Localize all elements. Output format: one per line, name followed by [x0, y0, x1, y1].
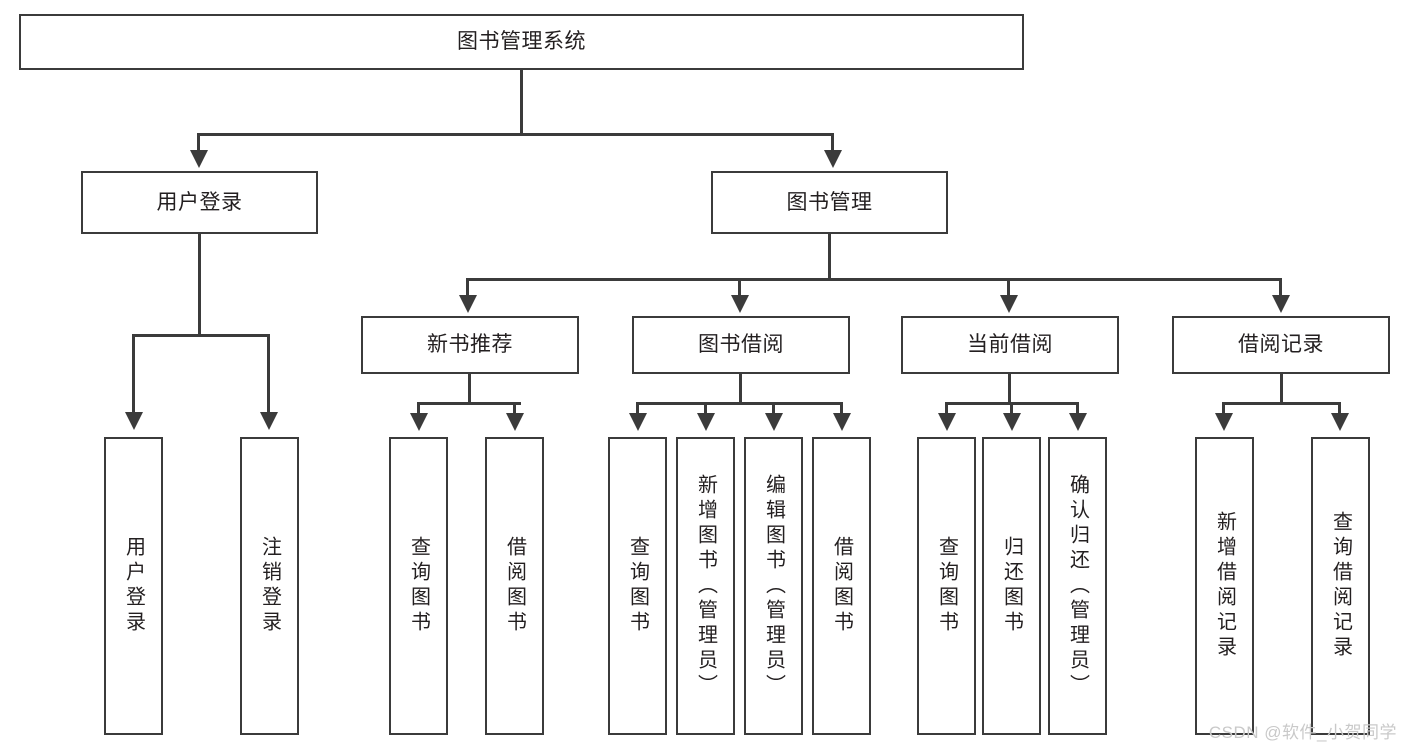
- arrow-book-manage-to-book-borrow: [731, 295, 749, 313]
- connector-borrow-record-drop-1: [1222, 402, 1225, 416]
- node-label: 用户登录: [156, 190, 243, 214]
- node-label: 新书推荐: [427, 333, 513, 357]
- node-borrow-record[interactable]: 借阅记录: [1172, 316, 1390, 374]
- connector-user-login-drop-2: [267, 334, 270, 416]
- arrow-book-borrow-leaf-1: [629, 413, 647, 431]
- arrow-current-borrow-leaf-3: [1069, 413, 1087, 431]
- leaf-user-login-login[interactable]: 用户登录: [104, 437, 163, 735]
- arrow-book-manage-to-new-book: [459, 295, 477, 313]
- arrow-book-manage-to-current-borrow: [1000, 295, 1018, 313]
- connector-current-borrow-stem: [1008, 374, 1011, 404]
- connector-book-manage-drop-4: [1279, 278, 1282, 298]
- connector-book-manage-stem: [828, 234, 831, 280]
- node-label: 归还图书: [1000, 536, 1023, 636]
- connector-new-book-bar: [417, 402, 521, 405]
- node-root-library-system[interactable]: 图书管理系统: [19, 14, 1024, 70]
- connector-book-borrow-drop-3: [772, 402, 775, 416]
- connector-borrow-record-stem: [1280, 374, 1283, 404]
- leaf-book-borrow-add-book-admin[interactable]: 新增图书（管理员）: [676, 437, 735, 735]
- leaf-user-login-logout[interactable]: 注销登录: [240, 437, 299, 735]
- arrow-current-borrow-leaf-1: [938, 413, 956, 431]
- arrow-user-login-leaf-1: [125, 412, 143, 430]
- connector-book-borrow-drop-1: [636, 402, 639, 416]
- node-label: 查询借阅记录: [1329, 511, 1352, 661]
- node-current-borrow[interactable]: 当前借阅: [901, 316, 1119, 374]
- connector-borrow-record-bar: [1222, 402, 1340, 405]
- node-book-borrow[interactable]: 图书借阅: [632, 316, 850, 374]
- leaf-book-borrow-borrow-book[interactable]: 借阅图书: [812, 437, 871, 735]
- node-label: 查询图书: [626, 536, 649, 636]
- leaf-book-borrow-query-book[interactable]: 查询图书: [608, 437, 667, 735]
- connector-current-borrow-drop-3: [1076, 402, 1079, 416]
- connector-new-book-stem: [468, 374, 471, 404]
- connector-book-borrow-drop-2: [704, 402, 707, 416]
- leaf-borrow-record-query-record[interactable]: 查询借阅记录: [1311, 437, 1370, 735]
- node-label: 图书借阅: [698, 333, 784, 357]
- connector-user-login-bar: [132, 334, 269, 337]
- arrow-book-borrow-leaf-4: [833, 413, 851, 431]
- arrow-root-to-user-login: [190, 150, 208, 168]
- leaf-new-book-borrow-book[interactable]: 借阅图书: [485, 437, 544, 735]
- connector-book-manage-drop-3: [1007, 278, 1010, 298]
- node-label: 借阅记录: [1238, 333, 1324, 357]
- leaf-current-borrow-query-book[interactable]: 查询图书: [917, 437, 976, 735]
- connector-root-to-book-manage: [831, 133, 834, 155]
- node-label: 新增图书（管理员）: [694, 473, 717, 699]
- node-label: 借阅图书: [503, 536, 526, 636]
- arrow-borrow-record-leaf-1: [1215, 413, 1233, 431]
- node-label: 注销登录: [258, 536, 281, 636]
- arrow-new-book-leaf-2: [506, 413, 524, 431]
- leaf-current-borrow-return-book[interactable]: 归还图书: [982, 437, 1041, 735]
- leaf-borrow-record-add-record[interactable]: 新增借阅记录: [1195, 437, 1254, 735]
- connector-book-manage-drop-2: [738, 278, 741, 298]
- connector-book-manage-drop-1: [466, 278, 469, 298]
- node-label: 查询图书: [935, 536, 958, 636]
- connector-root-stem: [520, 70, 523, 134]
- node-label: 查询图书: [407, 536, 430, 636]
- connector-current-borrow-drop-2: [1010, 402, 1013, 416]
- node-book-manage[interactable]: 图书管理: [711, 171, 948, 234]
- node-label: 新增借阅记录: [1213, 511, 1236, 661]
- leaf-new-book-query-book[interactable]: 查询图书: [389, 437, 448, 735]
- arrow-borrow-record-leaf-2: [1331, 413, 1349, 431]
- arrow-book-manage-to-borrow-record: [1272, 295, 1290, 313]
- connector-current-borrow-drop-1: [945, 402, 948, 416]
- connector-new-book-drop-2: [513, 402, 516, 416]
- connector-book-manage-bar: [466, 278, 1282, 281]
- connector-borrow-record-drop-2: [1338, 402, 1341, 416]
- csdn-watermark: CSDN @软件_小贺同学: [1208, 723, 1397, 742]
- arrow-new-book-leaf-1: [410, 413, 428, 431]
- node-user-login[interactable]: 用户登录: [81, 171, 318, 234]
- connector-new-book-drop-1: [417, 402, 420, 416]
- node-label: 当前借阅: [967, 333, 1053, 357]
- arrow-current-borrow-leaf-2: [1003, 413, 1021, 431]
- node-label: 借阅图书: [830, 536, 853, 636]
- connector-root-to-user-login: [197, 133, 200, 155]
- connector-user-login-drop-1: [132, 334, 135, 416]
- leaf-current-borrow-confirm-return-admin[interactable]: 确认归还（管理员）: [1048, 437, 1107, 735]
- arrow-book-borrow-leaf-2: [697, 413, 715, 431]
- node-label: 图书管理系统: [457, 30, 586, 54]
- connector-user-login-stem: [198, 234, 201, 336]
- arrow-user-login-leaf-2: [260, 412, 278, 430]
- arrow-book-borrow-leaf-3: [765, 413, 783, 431]
- connector-book-borrow-drop-4: [840, 402, 843, 416]
- node-label: 用户登录: [122, 536, 145, 636]
- leaf-book-borrow-edit-book-admin[interactable]: 编辑图书（管理员）: [744, 437, 803, 735]
- node-label: 确认归还（管理员）: [1066, 473, 1089, 699]
- node-label: 编辑图书（管理员）: [762, 473, 785, 699]
- node-new-book-recommend[interactable]: 新书推荐: [361, 316, 579, 374]
- connector-book-borrow-stem: [739, 374, 742, 404]
- node-label: 图书管理: [786, 190, 873, 214]
- arrow-root-to-book-manage: [824, 150, 842, 168]
- connector-book-borrow-bar: [636, 402, 843, 405]
- connector-root-bar: [197, 133, 834, 136]
